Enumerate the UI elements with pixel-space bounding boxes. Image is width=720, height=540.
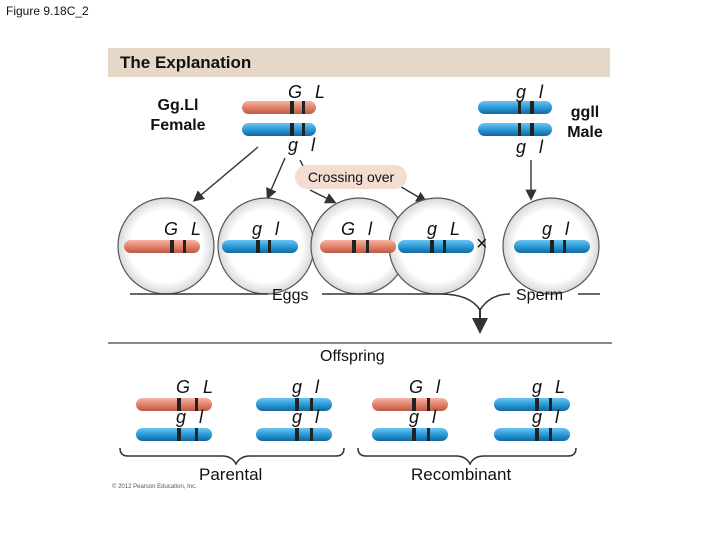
offspring-1-top <box>136 398 212 411</box>
offspring-1-bottom-alleles: g l <box>176 407 208 427</box>
recombinant-brace <box>357 447 577 466</box>
male-bottom-alleles: g l <box>516 137 548 157</box>
egg-2-alleles: g l <box>252 219 284 239</box>
offspring-chromosomes <box>136 398 570 441</box>
offspring-3-bottom-alleles: g l <box>409 407 441 427</box>
offspring-2-bottom <box>256 428 332 441</box>
figure-label: Figure 9.18C_2 <box>6 4 89 18</box>
arrow-female-egg1 <box>192 146 259 202</box>
male-chromosomes <box>478 101 552 136</box>
offspring-2-top-alleles: g l <box>292 377 324 397</box>
parental-brace <box>119 447 345 466</box>
male-top-alleles: g l <box>516 82 548 102</box>
offspring-4-bottom-alleles: g l <box>532 407 564 427</box>
gamete-chromosomes <box>124 240 590 253</box>
female-genotype-label: Gg.Ll Female <box>138 96 218 136</box>
arrow-female-egg2 <box>266 157 286 200</box>
male-chromosome-bottom <box>478 123 552 136</box>
female-chromosome-top <box>242 101 316 114</box>
header-title: The Explanation <box>120 53 252 72</box>
female-chromosomes <box>242 101 316 136</box>
cross-symbol: × <box>476 233 488 255</box>
female-bottom-alleles: g l <box>288 135 320 155</box>
copyright-notice: © 2012 Pearson Education, Inc. <box>112 484 197 490</box>
female-sex-label: Female <box>150 117 206 134</box>
egg-3-alleles: G l <box>341 219 377 239</box>
female-top-alleles: G L <box>288 82 330 102</box>
offspring-label: Offspring <box>320 348 385 365</box>
egg-1-alleles: G L <box>164 219 206 239</box>
offspring-4-bottom <box>494 428 570 441</box>
offspring-3-bottom <box>372 428 448 441</box>
female-chromosome-bottom <box>242 123 316 136</box>
offspring-1-top-alleles: G L <box>176 377 218 397</box>
offspring-1-bottom <box>136 428 212 441</box>
eggs-label: Eggs <box>272 287 309 304</box>
female-genotype: Gg.Ll <box>157 97 199 114</box>
offspring-3-top-alleles: G l <box>409 377 445 397</box>
egg-chromosome-4 <box>398 240 474 253</box>
egg-chromosome-3 <box>320 240 396 253</box>
arrow-crossover-egg3 <box>309 189 337 204</box>
sperm-alleles: g l <box>542 219 574 239</box>
crossing-over-label: Crossing over <box>295 165 407 189</box>
male-sex-label: Male <box>567 124 603 141</box>
offspring-2-bottom-alleles: g l <box>292 407 324 427</box>
sperm-bracket-left <box>479 293 511 311</box>
egg-4-alleles: g L <box>427 219 465 239</box>
header-band <box>108 48 610 77</box>
offspring-4-top-alleles: g L <box>532 377 570 397</box>
egg-chromosome-1 <box>124 240 200 253</box>
arrow-crossover-egg4 <box>397 184 428 203</box>
parental-label: Parental <box>199 465 263 484</box>
male-genotype: ggll <box>570 104 600 121</box>
sperm-label: Sperm <box>516 287 564 304</box>
male-genotype-label: ggll Male <box>555 103 615 143</box>
recombinant-label: Recombinant <box>411 465 512 484</box>
eggs-bracket-right <box>322 293 481 311</box>
